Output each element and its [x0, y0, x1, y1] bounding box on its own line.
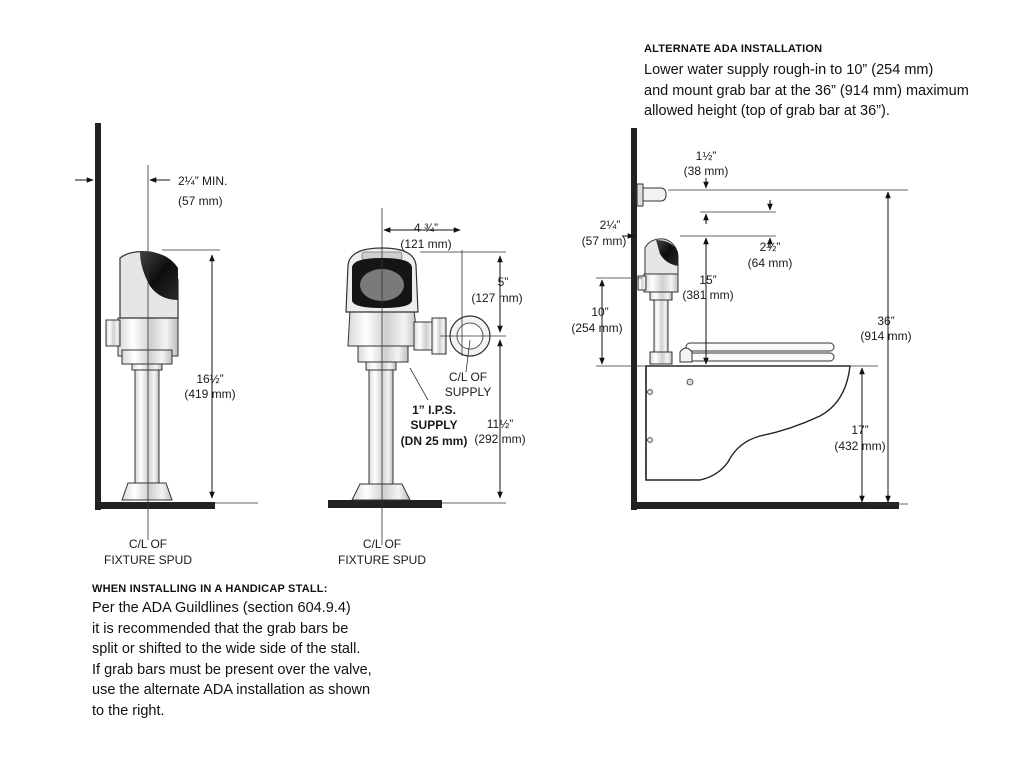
floor [328, 500, 442, 508]
alternate-note: Lower water supply rough-in to 10” (254 … [644, 60, 969, 122]
valve-height-label: 15” [699, 273, 716, 287]
svg-text:2¼”: 2¼” [600, 218, 621, 232]
svg-text:5”: 5” [498, 275, 509, 289]
toilet-seat [685, 352, 835, 362]
alternate-note-line: Lower water supply rough-in to 10” (254 … [644, 62, 934, 78]
bowl-height-metric: (432 mm) [834, 439, 885, 453]
svg-text:C/L OF: C/L OF [129, 537, 167, 551]
handicap-note-line: it is recommended that the grab bars be [92, 620, 349, 637]
supply-offset-metric: (127 mm) [471, 291, 522, 305]
supply-cl-line2: SUPPLY [445, 385, 491, 399]
grab-bar-height-label: 36” [877, 314, 894, 328]
svg-text:(57 mm): (57 mm) [178, 194, 223, 208]
svg-text:(419 mm): (419 mm) [184, 387, 235, 401]
valve-gap-label: 2½” [760, 240, 781, 254]
spud-label-line1: C/L OF [129, 537, 167, 551]
side-view: 2¼” MIN. (57 mm) 16½” (419 mm) C/L OF FI… [75, 123, 258, 567]
spud-flange [121, 482, 173, 501]
wall-offset-label: 2¼” MIN. [178, 174, 227, 188]
alt-wall-offset-label: 2¼” [600, 218, 621, 232]
supply-cl-line1: C/L OF [449, 370, 487, 384]
svg-text:17”: 17” [851, 423, 868, 437]
valve-height-metric: (381 mm) [682, 288, 733, 302]
svg-text:(127 mm): (127 mm) [471, 291, 522, 305]
svg-text:1” I.P.S.: 1” I.P.S. [412, 403, 456, 417]
handicap-note-line: to the right. [92, 702, 165, 719]
valve-body [347, 309, 419, 347]
svg-text:2½”: 2½” [760, 240, 781, 254]
svg-text:16½”: 16½” [196, 372, 223, 386]
sensor-window [140, 251, 178, 300]
handicap-note-line: Per the ADA Guildlines (section 604.9.4) [92, 600, 351, 616]
bowl-height-label: 17” [851, 423, 868, 437]
svg-text:SUPPLY: SUPPLY [445, 385, 491, 399]
toilet-seat-lid [685, 342, 835, 352]
wall [95, 123, 101, 510]
handicap-note: Per the ADA Guildlines (section 604.9.4)… [92, 598, 372, 721]
alternate-view: 1½” (38 mm) 2¼” (57 mm) 2½” (64 mm) 15” … [571, 128, 912, 510]
width-label: 4 ¾” [414, 221, 438, 235]
spud-flange [351, 483, 411, 501]
flush-tube [134, 364, 160, 484]
handicap-heading: WHEN INSTALLING IN A HANDICAP STALL: [92, 583, 328, 595]
toilet-bowl [645, 365, 851, 481]
grab-bar-gap-label: 1½” [696, 149, 717, 163]
supply-offset-label: 5” [498, 275, 509, 289]
wall [631, 128, 637, 510]
svg-text:C/L OF: C/L OF [363, 537, 401, 551]
alt-wall-offset-metric: (57 mm) [582, 234, 627, 248]
floor [95, 502, 215, 509]
alt-supply-height-label: 10” [591, 305, 608, 319]
width-metric: (121 mm) [400, 237, 451, 251]
handicap-note-line: use the alternate ADA installation as sh… [92, 682, 371, 698]
spud-label-line2: FIXTURE SPUD [104, 553, 192, 567]
handicap-note-line: split or shifted to the wide side of the… [92, 641, 361, 657]
alternate-heading: ALTERNATE ADA INSTALLATION [644, 43, 823, 55]
grab-bar-height-metric: (914 mm) [860, 329, 911, 343]
floor [631, 502, 899, 509]
valve-gap-metric: (64 mm) [748, 256, 793, 270]
svg-text:(64 mm): (64 mm) [748, 256, 793, 270]
svg-text:(DN 25 mm): (DN 25 mm) [401, 434, 468, 448]
height-label: 16½” [196, 372, 223, 386]
alternate-note-line: and mount grab bar at the 36” (914 mm) m… [644, 82, 969, 99]
svg-text:FIXTURE SPUD: FIXTURE SPUD [338, 553, 426, 567]
handicap-note-line: If grab bars must be present over the va… [92, 661, 372, 678]
svg-text:(914 mm): (914 mm) [860, 329, 911, 343]
svg-text:(254 mm): (254 mm) [571, 321, 622, 335]
height-metric: (419 mm) [184, 387, 235, 401]
supply-height-label: 11½” [487, 417, 513, 431]
front-view: 4 ¾” (121 mm) 5” (127 mm) C/L OF SUPPLY … [328, 208, 526, 567]
svg-text:10”: 10” [591, 305, 608, 319]
ips-line3: (DN 25 mm) [401, 434, 468, 448]
svg-text:11½”: 11½” [487, 417, 513, 431]
ips-line1: 1” I.P.S. [412, 403, 456, 417]
svg-text:(432 mm): (432 mm) [834, 439, 885, 453]
flush-tube [368, 367, 394, 485]
svg-text:(292 mm): (292 mm) [474, 432, 525, 446]
valve-body [643, 273, 679, 293]
spud-label-line2: FIXTURE SPUD [338, 553, 426, 567]
supply-height-metric: (292 mm) [474, 432, 525, 446]
svg-text:C/L OF: C/L OF [449, 370, 487, 384]
svg-text:(57 mm): (57 mm) [582, 234, 627, 248]
svg-text:1½”: 1½” [696, 149, 717, 163]
flush-tube [653, 299, 669, 357]
svg-text:15”: 15” [699, 273, 716, 287]
svg-text:SUPPLY: SUPPLY [411, 418, 458, 432]
spud-label-line1: C/L OF [363, 537, 401, 551]
ips-line2: SUPPLY [411, 418, 458, 432]
alt-supply-height-metric: (254 mm) [571, 321, 622, 335]
svg-text:2¼” MIN.: 2¼” MIN. [178, 174, 227, 188]
svg-text:(121 mm): (121 mm) [400, 237, 451, 251]
svg-text:(381 mm): (381 mm) [682, 288, 733, 302]
svg-text:36”: 36” [877, 314, 894, 328]
svg-text:4 ¾”: 4 ¾” [414, 221, 438, 235]
wall-offset-metric: (57 mm) [178, 194, 223, 208]
svg-text:FIXTURE SPUD: FIXTURE SPUD [104, 553, 192, 567]
grab-bar-gap-metric: (38 mm) [684, 164, 729, 178]
alternate-note-line: allowed height (top of grab bar at 36”). [644, 103, 890, 119]
svg-text:(38 mm): (38 mm) [684, 164, 729, 178]
